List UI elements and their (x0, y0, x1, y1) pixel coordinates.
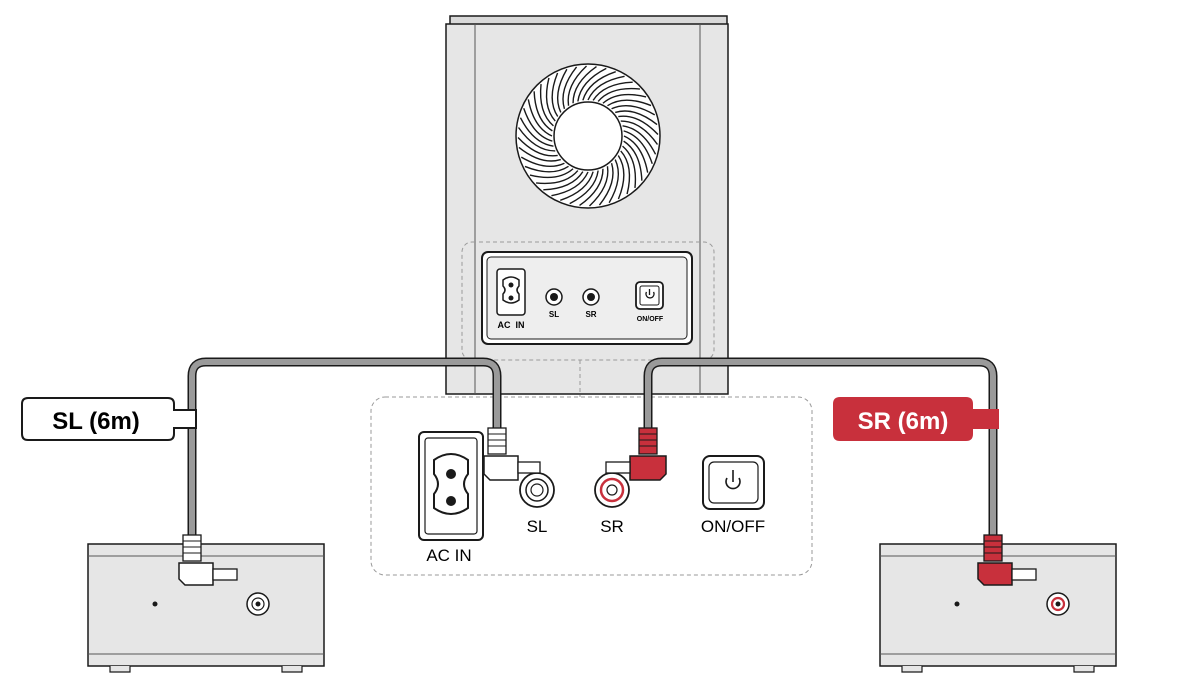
subwoofer-unit: AC IN SL SR ON/OFF (445, 15, 729, 397)
panel-large-sr-label: SR (600, 517, 624, 536)
sl-cable (187, 357, 502, 540)
fan-fin (519, 117, 554, 147)
fan-fin (523, 108, 553, 142)
fan-fin (551, 171, 589, 197)
fan-fin (607, 99, 652, 107)
panel-large-sl-label: SL (527, 517, 548, 536)
fan-fin (592, 81, 633, 101)
panel-large-ac-label: AC IN (426, 546, 471, 565)
fan-fin (545, 77, 556, 122)
fan-fin (623, 135, 649, 173)
fan-fin (529, 168, 574, 179)
rca-jack-icon (545, 288, 563, 306)
power-icon (635, 281, 664, 310)
fan-fin (524, 165, 569, 173)
fan-fin (562, 66, 578, 109)
fan-fin (527, 99, 553, 137)
rca-plug-icon (483, 427, 541, 481)
fan-fin (582, 71, 616, 101)
fan-fin (618, 115, 659, 135)
fan-fin (611, 104, 656, 116)
fan-fin (517, 137, 558, 157)
fan-fin (520, 156, 565, 168)
fan-fin (536, 170, 579, 185)
rca-plug-icon (178, 534, 238, 586)
sr-cable-label: SR (6m) (858, 408, 949, 435)
rca-jack-icon (246, 592, 270, 616)
power-icon (702, 455, 765, 510)
fan-fin (597, 87, 640, 102)
fan-fin (533, 91, 553, 132)
fan-fin (620, 150, 631, 195)
sr-cable (643, 357, 998, 540)
rca-jack-icon (519, 472, 555, 508)
fan-fin (579, 168, 604, 207)
sl-cable-tag: SL (6m) (21, 397, 197, 441)
fan-fin (560, 171, 594, 201)
fan-fin (622, 145, 637, 188)
fan-fin (602, 93, 647, 104)
fan-fin (622, 125, 657, 155)
panel-small-sr-label: SR (585, 310, 596, 319)
fan-fin (620, 120, 659, 145)
sl-cable-label: SL (6m) (52, 408, 140, 435)
fan-fin (589, 166, 609, 207)
fan-fin (623, 140, 643, 181)
fan-grille-icon (515, 63, 661, 209)
fan-fin (598, 163, 614, 206)
ac-socket-icon (496, 268, 526, 316)
fan-fin (608, 159, 620, 204)
fan-fin (517, 127, 556, 152)
sr-cable-tag: SR (6m) (833, 397, 999, 441)
fan-fin (543, 171, 584, 191)
left-satellite-speaker (87, 534, 325, 673)
ac-socket-icon (418, 431, 484, 541)
rca-jack-icon (594, 472, 630, 508)
right-satellite-speaker (879, 534, 1117, 673)
panel-large-onoff-label: ON/OFF (701, 517, 765, 536)
fan-fin (587, 75, 625, 101)
panel-small-sl-label: SL (549, 310, 559, 319)
fan-fin (539, 84, 554, 127)
panel-small-ac-label: AC IN (498, 320, 525, 330)
rear-panel-highlight (461, 241, 715, 361)
rca-jack-icon (582, 288, 600, 306)
fan-fin (572, 65, 597, 104)
rca-jack-icon (1046, 592, 1070, 616)
fan-fin (577, 67, 607, 102)
fan-fin (556, 68, 568, 113)
rca-plug-icon (605, 427, 667, 481)
fan-fin (615, 110, 658, 126)
fan-fin (551, 72, 559, 117)
panel-small-onoff-label: ON/OFF (637, 316, 664, 323)
fan-fin (617, 155, 625, 200)
fan-fin (623, 130, 653, 164)
enlarged-panel: AC IN SL SR ON/OFF (370, 396, 813, 576)
rca-plug-icon (977, 534, 1037, 586)
fan-fin (518, 146, 561, 162)
fan-fin (567, 65, 587, 106)
fan-fin (569, 170, 599, 205)
